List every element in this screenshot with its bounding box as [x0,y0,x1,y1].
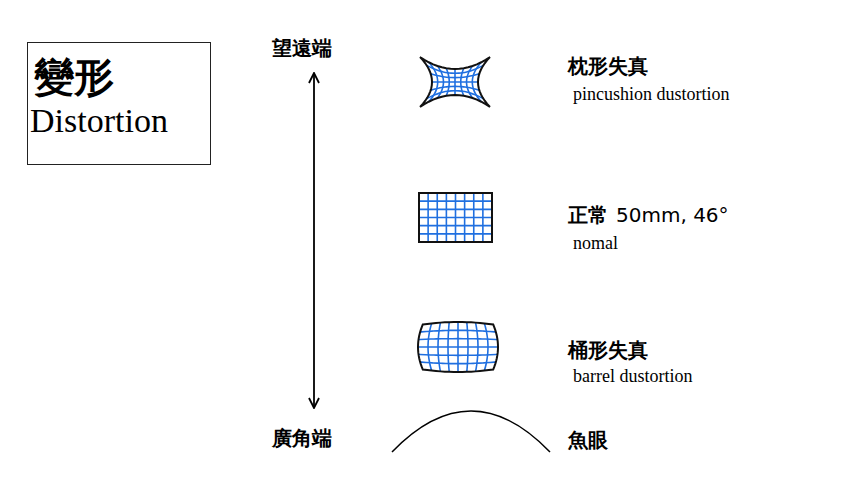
focal-length-angle: 50mm, 46° [616,203,729,227]
distortion-english: nomal [573,233,618,255]
title-box: 變形Distortion [27,42,211,165]
distortion-name: 魚眼 [568,428,608,452]
grid-icons [395,42,518,387]
title-english: Distortion [28,101,210,142]
distortion-english: pincushion dustortion [573,84,730,106]
normal-grid [396,178,516,258]
distortion-name: 正常 [568,203,608,227]
distortion-name: 枕形失真 [568,54,648,78]
distortion-name: 桶形失真 [568,338,648,362]
pincushion-grid [395,42,515,122]
distortion-english: barrel dustortion [573,366,692,388]
title-chinese: 變形 [28,53,210,101]
fisheye-arc [392,411,550,452]
telephoto-end-label: 望遠端 [272,36,332,60]
zoom-range-arrow [313,73,315,408]
wide-angle-end-label: 廣角端 [272,426,332,450]
barrel-grid [398,307,518,387]
